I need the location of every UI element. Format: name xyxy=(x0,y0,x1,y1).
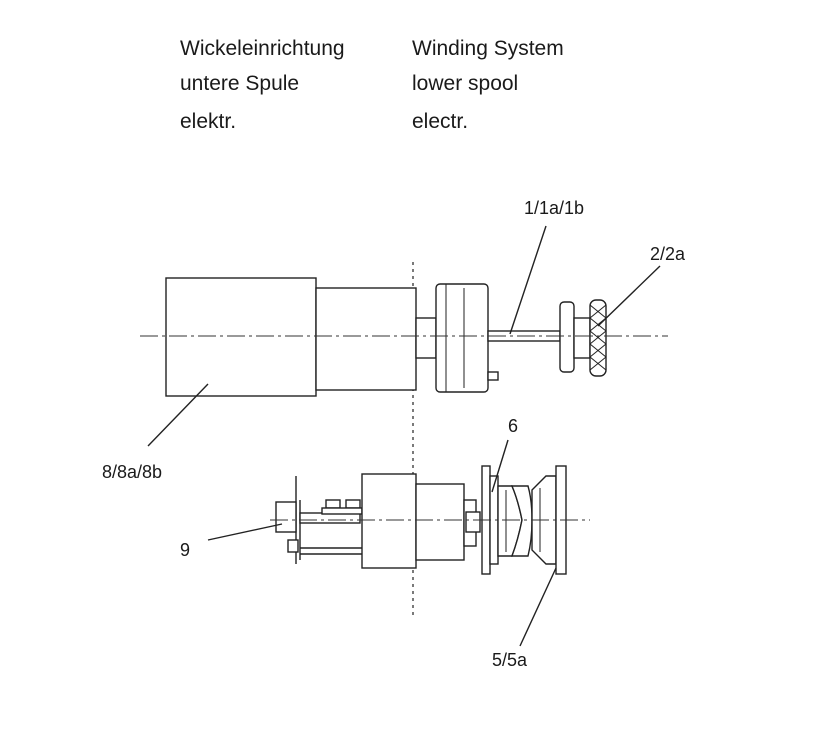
label-6: 6 xyxy=(508,416,519,436)
title-en-line3: electr. xyxy=(412,110,469,133)
upper-assembly xyxy=(140,277,668,397)
title-en-line1: Winding System xyxy=(412,37,564,60)
leader-6 xyxy=(491,439,509,493)
motor-housing xyxy=(165,277,317,397)
hub-collar xyxy=(573,317,591,359)
leader-8 xyxy=(147,383,209,447)
leader-2 xyxy=(597,265,661,327)
label-2: 2/2a xyxy=(650,244,686,264)
leader-5 xyxy=(519,567,557,647)
mounting-flange xyxy=(435,283,489,393)
sensor-block xyxy=(275,501,297,533)
lower-motor-housing xyxy=(361,473,417,569)
lower-gearbox xyxy=(415,483,465,561)
label-1: 1/1a/1b xyxy=(524,198,585,218)
lower-assembly xyxy=(270,465,590,575)
coupling-neck xyxy=(415,317,437,359)
title-de-line1: Wickeleinrichtung xyxy=(180,37,345,60)
leader-9 xyxy=(207,523,283,541)
leader-1 xyxy=(509,225,547,335)
title-de-line3: elektr. xyxy=(180,110,237,133)
flange-pin xyxy=(487,371,499,381)
title-de-line2: untere Spule xyxy=(180,72,300,95)
label-5: 5/5a xyxy=(492,650,528,670)
gearbox-housing xyxy=(315,287,417,391)
shaft-hub xyxy=(559,301,575,373)
label-9: 9 xyxy=(180,540,191,560)
title-en-line2: lower spool xyxy=(412,72,519,95)
label-8: 8/8a/8b xyxy=(102,462,163,482)
